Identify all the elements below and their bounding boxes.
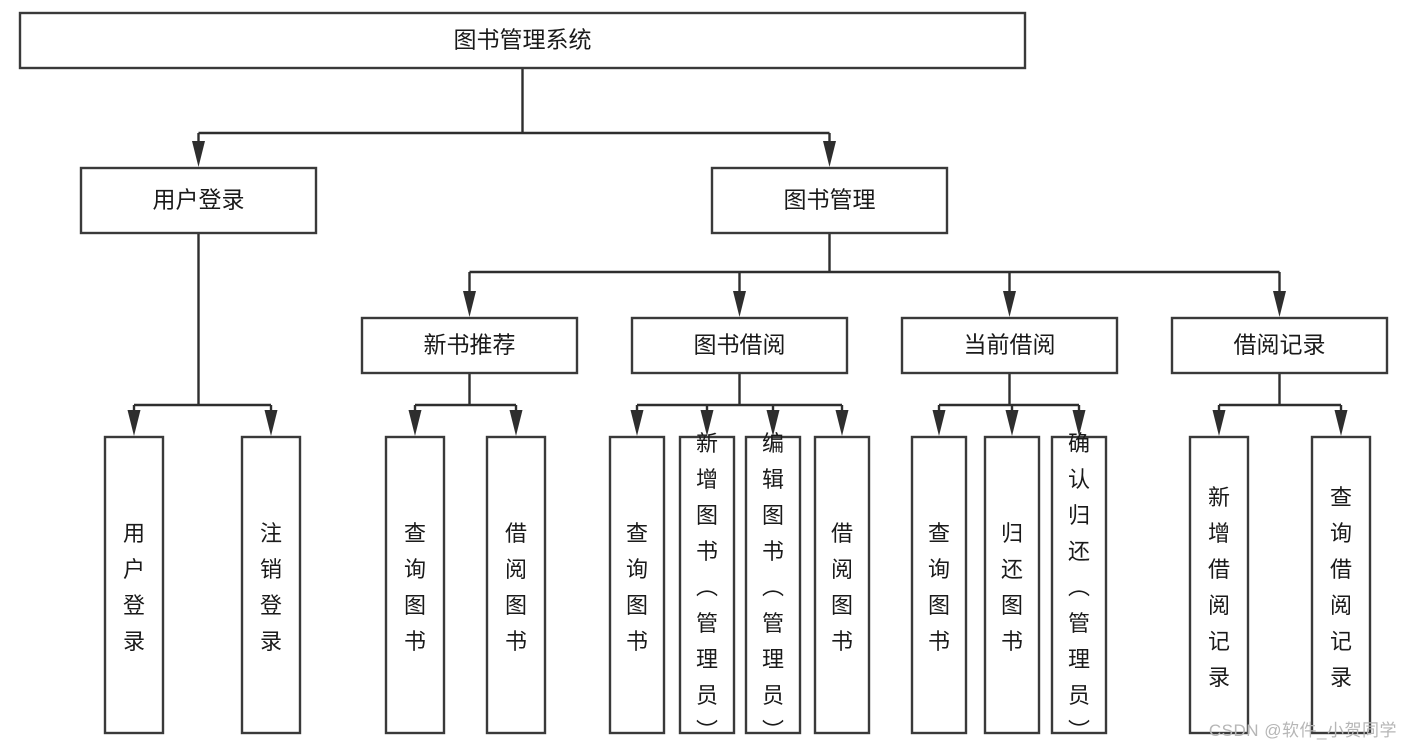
node-label: 图书管理 [784,187,876,213]
node-label: 新增图书︵管理员︶ [696,431,718,744]
node-box [744,435,802,735]
node-label: 查询图书 [626,521,648,654]
node-leaf-query-record[interactable]: 查询借阅记录 [1310,435,1372,735]
node-box [79,166,318,235]
node-leaf-borrow-book-1[interactable]: 借阅图书 [485,435,547,735]
node-box [910,435,968,735]
node-label: 图书管理系统 [454,27,592,53]
node-box [240,435,302,735]
node-leaf-return-book[interactable]: 归还图书 [983,435,1041,735]
node-layer: 图书管理系统用户登录图书管理新书推荐图书借阅当前借阅借阅记录用户登录注销登录查询… [18,11,1389,744]
node-label: 用户登录 [123,521,145,654]
node-box [18,11,1027,70]
node-leaf-add-record[interactable]: 新增借阅记录 [1188,435,1250,735]
node-box [1170,316,1389,375]
node-box [360,316,579,375]
node-root[interactable]: 图书管理系统 [18,11,1027,70]
node-box [608,435,666,735]
node-box [103,435,165,735]
node-box [900,316,1119,375]
node-box [1050,435,1108,735]
node-label: 图书借阅 [694,332,786,358]
connector-layer [127,68,1348,436]
node-label: 查询图书 [928,521,950,654]
node-current-borrow[interactable]: 当前借阅 [900,316,1119,375]
node-box [384,435,446,735]
node-box [983,435,1041,735]
node-label: 新书推荐 [424,332,516,358]
node-label: 查询借阅记录 [1330,485,1352,690]
node-box [678,435,736,735]
node-label: 借阅图书 [505,521,527,654]
node-label: 查询图书 [404,521,426,654]
node-leaf-edit-book[interactable]: 编辑图书︵管理员︶ [744,431,802,744]
node-label: 用户登录 [153,187,245,213]
node-leaf-query-book-3[interactable]: 查询图书 [910,435,968,735]
node-box [485,435,547,735]
node-label: 注销登录 [260,521,282,654]
node-label: 新增借阅记录 [1208,485,1230,690]
node-book-manage[interactable]: 图书管理 [710,166,949,235]
watermark-label: CSDN @软件_小贺同学 [1208,721,1397,740]
node-box [813,435,871,735]
node-user-login[interactable]: 用户登录 [79,166,318,235]
node-new-book-rec[interactable]: 新书推荐 [360,316,579,375]
node-leaf-user-login[interactable]: 用户登录 [103,435,165,735]
node-borrow-record[interactable]: 借阅记录 [1170,316,1389,375]
node-leaf-logout[interactable]: 注销登录 [240,435,302,735]
node-box [630,316,849,375]
node-label: 编辑图书︵管理员︶ [762,431,784,744]
node-leaf-borrow-book-2[interactable]: 借阅图书 [813,435,871,735]
node-box [1188,435,1250,735]
node-leaf-query-book-2[interactable]: 查询图书 [608,435,666,735]
node-leaf-confirm-return[interactable]: 确认归还︵管理员︶ [1050,431,1108,744]
node-leaf-query-book-1[interactable]: 查询图书 [384,435,446,735]
node-label: 归还图书 [1001,521,1023,654]
node-label: 借阅记录 [1234,332,1326,358]
node-box [710,166,949,235]
node-box [1310,435,1372,735]
node-label: 确认归还︵管理员︶ [1068,431,1090,744]
node-label: 借阅图书 [831,521,853,654]
node-label: 当前借阅 [964,332,1056,358]
node-book-borrow[interactable]: 图书借阅 [630,316,849,375]
node-leaf-add-book[interactable]: 新增图书︵管理员︶ [678,431,736,744]
